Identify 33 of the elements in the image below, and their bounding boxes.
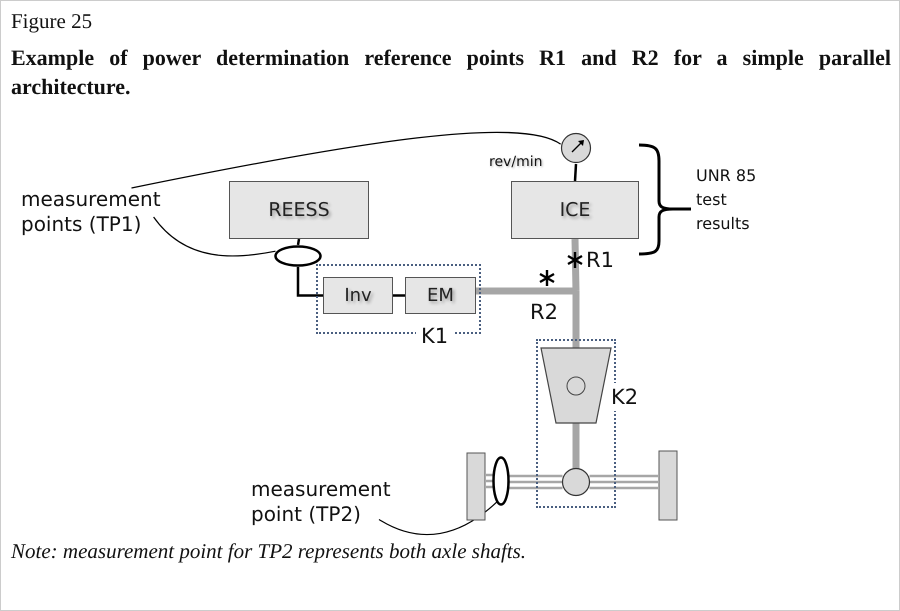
figure-title: Example of power determination reference points R1 and R2 for a simple parallel architecture. [11, 44, 891, 102]
connector-line [296, 267, 323, 297]
wheel-symbol [658, 450, 678, 521]
leader-line [378, 501, 498, 536]
leader-line [131, 132, 561, 189]
connector-line [296, 238, 300, 246]
component-box: ICE [511, 181, 639, 239]
leader-line [153, 216, 276, 257]
reference-point-label: R1 [586, 247, 614, 274]
axle-shaft [508, 474, 564, 490]
note-text: UNR 85 test results [696, 165, 758, 235]
gearbox-symbol [540, 347, 612, 424]
component-box: REESS [229, 181, 369, 239]
measurement-clamp [273, 244, 323, 268]
axle-shaft [588, 474, 660, 490]
wheel-symbol [466, 452, 486, 521]
component-box: EM [405, 277, 476, 314]
connector-line [574, 164, 578, 182]
measurement-clamp [491, 455, 511, 507]
shaft-line [572, 291, 580, 349]
caption-note: Note: measurement point for TP2 represents both axle shafts. [11, 539, 526, 564]
measurement-label: measurement point (TP2) [251, 477, 411, 527]
shaft-line [572, 238, 580, 292]
differential-symbol [561, 467, 591, 497]
measurement-label: measurement points (TP1) [21, 187, 191, 237]
component-box: Inv [323, 277, 393, 314]
reference-point-label: R2 [530, 299, 558, 326]
figure-number: Figure 25 [11, 9, 92, 34]
unit-label: rev/min [489, 154, 542, 172]
gauge-dial [560, 132, 592, 164]
shaft-line [572, 423, 580, 468]
connector-line [393, 294, 405, 297]
axle-shaft [484, 474, 494, 488]
